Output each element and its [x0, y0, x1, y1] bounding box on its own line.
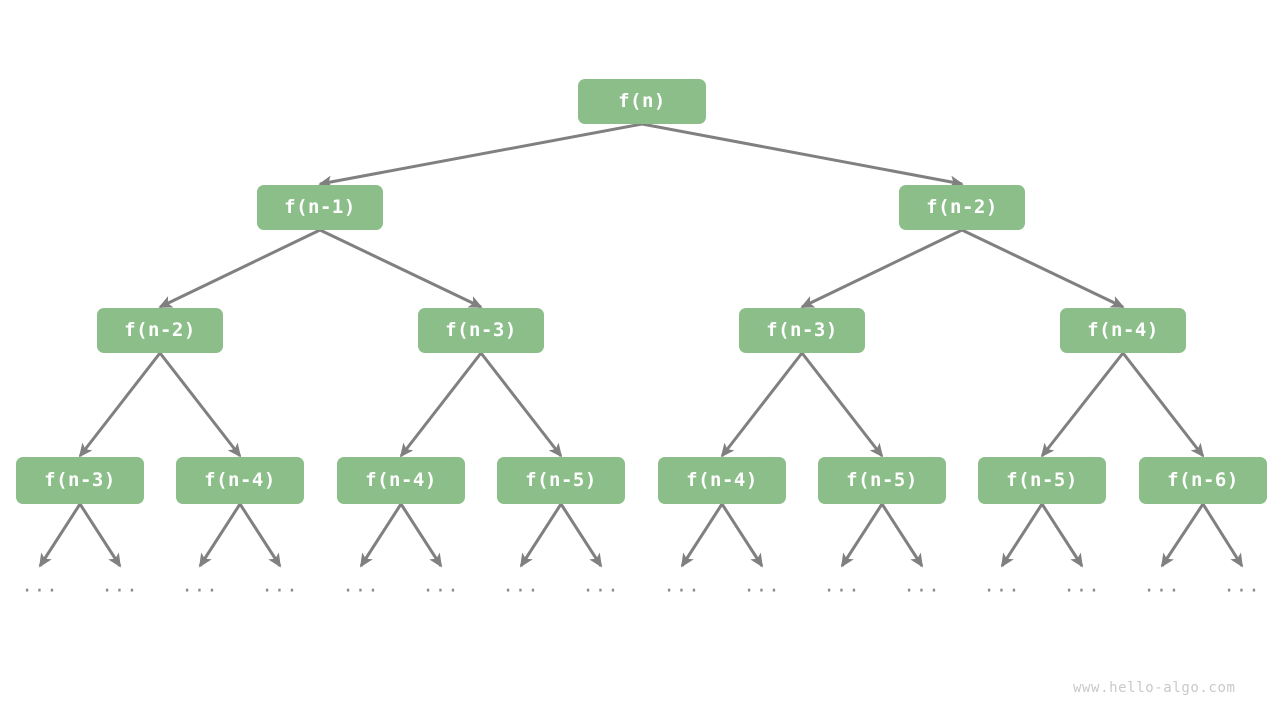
- ellipsis-marker: ...: [422, 574, 460, 597]
- ellipsis-marker: ...: [181, 574, 219, 597]
- tree-edge: [1201, 503, 1244, 568]
- tree-edge: [880, 503, 924, 568]
- tree-edge: [961, 228, 1125, 309]
- tree-edge: [78, 503, 122, 568]
- tree-node-level-2: f(n-2): [97, 307, 223, 353]
- tree-edge: [1040, 503, 1084, 568]
- tree-node-level-2: f(n-3): [418, 307, 544, 353]
- ellipsis-marker: ...: [823, 574, 861, 597]
- tree-node-label: f(n): [618, 90, 666, 112]
- tree-edge: [479, 352, 563, 458]
- tree-node-level-3: f(n-6): [1139, 456, 1267, 504]
- watermark: www.hello-algo.com: [1073, 680, 1236, 696]
- tree-node-level-3: f(n-5): [978, 456, 1106, 504]
- tree-node-label: f(n-4): [204, 469, 276, 491]
- ellipsis-marker: ...: [582, 574, 620, 597]
- ellipsis-marker: ...: [1223, 574, 1261, 597]
- tree-node-level-3: f(n-4): [658, 456, 786, 504]
- tree-edge: [318, 122, 643, 188]
- tree-edge: [800, 228, 963, 309]
- tree-edge: [399, 503, 443, 568]
- tree-node-label: f(n-3): [44, 469, 116, 491]
- tree-node-level-3: f(n-3): [16, 456, 144, 504]
- tree-edge: [359, 503, 403, 568]
- tree-node-label: f(n-5): [846, 469, 918, 491]
- tree-node-label: f(n-1): [284, 196, 356, 218]
- tree-edge: [680, 503, 724, 568]
- tree-edge: [519, 503, 563, 568]
- tree-node-level-2: f(n-4): [1060, 307, 1186, 353]
- ellipsis-marker: ...: [983, 574, 1021, 597]
- tree-node-level-0: f(n): [578, 78, 706, 124]
- tree-edge: [399, 352, 483, 458]
- tree-edge: [238, 503, 282, 568]
- ellipsis-marker: ...: [101, 574, 139, 597]
- tree-edge: [1040, 352, 1125, 458]
- tree-edge: [840, 503, 884, 568]
- tree-node-label: f(n-4): [1087, 319, 1159, 341]
- tree-node-label: f(n-3): [445, 319, 517, 341]
- tree-node-level-2: f(n-3): [739, 307, 865, 353]
- tree-node-label: f(n-2): [124, 319, 196, 341]
- ellipsis-marker: ...: [743, 574, 781, 597]
- tree-edge: [800, 352, 884, 458]
- tree-node-level-1: f(n-1): [257, 184, 383, 230]
- tree-node-level-1: f(n-2): [899, 184, 1025, 230]
- tree-edge: [641, 122, 964, 188]
- tree-edge: [158, 228, 321, 309]
- tree-node-level-3: f(n-4): [176, 456, 304, 504]
- tree-edge: [720, 503, 764, 568]
- tree-node-label: f(n-4): [686, 469, 758, 491]
- ellipsis-marker: ...: [903, 574, 941, 597]
- tree-node-label: f(n-2): [926, 196, 998, 218]
- tree-node-level-3: f(n-4): [337, 456, 465, 504]
- tree-edge: [158, 352, 242, 458]
- ellipsis-marker: ...: [261, 574, 299, 597]
- tree-edge: [1121, 352, 1205, 458]
- tree-edge: [1160, 503, 1205, 568]
- ellipsis-marker: ...: [663, 574, 701, 597]
- ellipsis-marker: ...: [1143, 574, 1181, 597]
- tree-node-level-3: f(n-5): [497, 456, 625, 504]
- tree-edge: [720, 352, 804, 458]
- tree-node-label: f(n-5): [1006, 469, 1078, 491]
- tree-edge: [1000, 503, 1044, 568]
- ellipsis-marker: ...: [342, 574, 380, 597]
- tree-node-label: f(n-3): [766, 319, 838, 341]
- ellipsis-marker: ...: [1063, 574, 1101, 597]
- ellipsis-marker: ...: [502, 574, 540, 597]
- ellipsis-marker: ...: [21, 574, 59, 597]
- tree-edges: [38, 122, 1244, 568]
- tree-edge: [38, 503, 82, 568]
- tree-edge: [559, 503, 603, 568]
- tree-node-label: f(n-6): [1167, 469, 1239, 491]
- tree-edge: [78, 352, 162, 458]
- tree-edge: [319, 228, 483, 309]
- tree-node-label: f(n-4): [365, 469, 437, 491]
- tree-node-level-3: f(n-5): [818, 456, 946, 504]
- tree-node-label: f(n-5): [525, 469, 597, 491]
- tree-edge: [198, 503, 242, 568]
